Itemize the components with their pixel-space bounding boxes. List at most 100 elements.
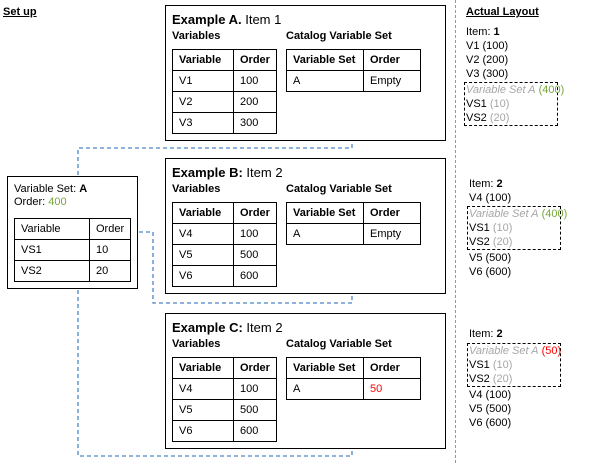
column-header: Order xyxy=(233,357,277,379)
variable-set-line: Variable Set A (400) xyxy=(469,208,567,221)
example-a-panel: Example A. Item 1 Variables Catalog Vari… xyxy=(165,5,446,141)
item-value: 2 xyxy=(496,178,503,190)
table-cell: V6 xyxy=(172,265,234,287)
var-order: (20) xyxy=(489,112,510,124)
example-title-rest: Item 1 xyxy=(241,12,282,27)
item-label: Item: xyxy=(469,178,497,190)
setup-order: Order: 400 xyxy=(14,196,67,208)
layout-line: V4 (100) xyxy=(469,389,512,401)
variable-set-order: (400) xyxy=(541,208,568,220)
layout-line: V1 (100) xyxy=(466,40,509,52)
variable-set-var: VS2 (20) xyxy=(469,373,512,386)
table-header-row: Variable Order xyxy=(14,218,132,240)
table-cell: V4 xyxy=(172,378,234,400)
example-b-title: Example B: Item 2 xyxy=(172,165,283,180)
setup-title-prefix: Variable Set: xyxy=(14,183,80,195)
column-header: Variable xyxy=(172,49,234,71)
variable-set-var: VS1 (10) xyxy=(469,222,512,235)
column-header: Order xyxy=(88,218,132,240)
layout-line: V5 (500) xyxy=(469,403,512,415)
layout-item-label: Item: 2 xyxy=(469,328,503,341)
item-label: Item: xyxy=(469,328,497,340)
table-cell: 100 xyxy=(233,378,277,400)
catalog-variable-set-label: Catalog Variable Set xyxy=(286,338,392,350)
table-cell: V5 xyxy=(172,244,234,266)
example-title-bold: Example C: xyxy=(172,320,243,335)
table-cell: V1 xyxy=(172,70,234,92)
table-cell: V2 xyxy=(172,91,234,113)
column-header: Order xyxy=(363,202,421,224)
var-name: VS2 xyxy=(466,112,487,124)
setup-order-prefix: Order: xyxy=(14,196,49,208)
item-value: 2 xyxy=(496,328,503,340)
variable-set-name: Variable Set A xyxy=(469,345,539,357)
layout-line: V5 (500) xyxy=(469,252,512,264)
column-header: Variable Set xyxy=(286,49,364,71)
column-header: Order xyxy=(363,357,421,379)
table-cell: VS1 xyxy=(14,239,90,261)
variable-set-line: Variable Set A (400) xyxy=(466,84,564,97)
var-order: (20) xyxy=(492,373,513,385)
table-cell: 10 xyxy=(88,239,132,261)
var-name: VS2 xyxy=(469,236,490,248)
variable-set-group xyxy=(464,82,558,126)
example-a-title: Example A. Item 1 xyxy=(172,12,281,27)
item-value: 1 xyxy=(493,26,500,38)
item-label: Item: xyxy=(466,26,494,38)
layout-line: V2 (200) xyxy=(466,54,509,66)
catalog-variable-set-label: Catalog Variable Set xyxy=(286,30,392,42)
variable-set-order: (400) xyxy=(538,84,565,96)
var-name: VS1 xyxy=(469,222,490,234)
layout-line: V4 (100) xyxy=(469,192,512,204)
table-cell: V6 xyxy=(172,420,234,442)
table-cell: V3 xyxy=(172,112,234,134)
table-cell: 100 xyxy=(233,223,277,245)
example-title-rest: Item 2 xyxy=(242,165,283,180)
example-title-bold: Example A. xyxy=(172,12,242,27)
column-header: Order xyxy=(233,49,277,71)
table-cell: 20 xyxy=(88,260,132,282)
table-cell: VS2 xyxy=(14,260,90,282)
column-header: Variable xyxy=(172,357,234,379)
example-c-panel: Example C: Item 2 Variables Catalog Vari… xyxy=(165,313,446,449)
variables-label: Variables xyxy=(172,338,221,350)
var-name: VS1 xyxy=(466,98,487,110)
table-cell: V4 xyxy=(172,223,234,245)
variable-set-group xyxy=(467,206,561,250)
table-cell: 200 xyxy=(233,91,277,113)
column-header: Variable xyxy=(172,202,234,224)
setup-title-value: A xyxy=(79,183,88,195)
var-name: VS1 xyxy=(469,359,490,371)
column-header: Variable Set xyxy=(286,202,364,224)
table-cell: Empty xyxy=(363,70,421,92)
variable-set-group xyxy=(467,343,561,387)
catalog-variable-set-label: Catalog Variable Set xyxy=(286,183,392,195)
table-cell: 600 xyxy=(233,265,277,287)
table-cell: 100 xyxy=(233,70,277,92)
variables-label: Variables xyxy=(172,30,221,42)
variable-set-name: Variable Set A xyxy=(469,208,539,220)
layout-item-label: Item: 1 xyxy=(466,26,500,39)
column-header: Order xyxy=(233,202,277,224)
table-cell: V5 xyxy=(172,399,234,421)
column-header: Order xyxy=(363,49,421,71)
example-c-title: Example C: Item 2 xyxy=(172,320,283,335)
variable-set-var: VS2 (20) xyxy=(469,236,512,249)
